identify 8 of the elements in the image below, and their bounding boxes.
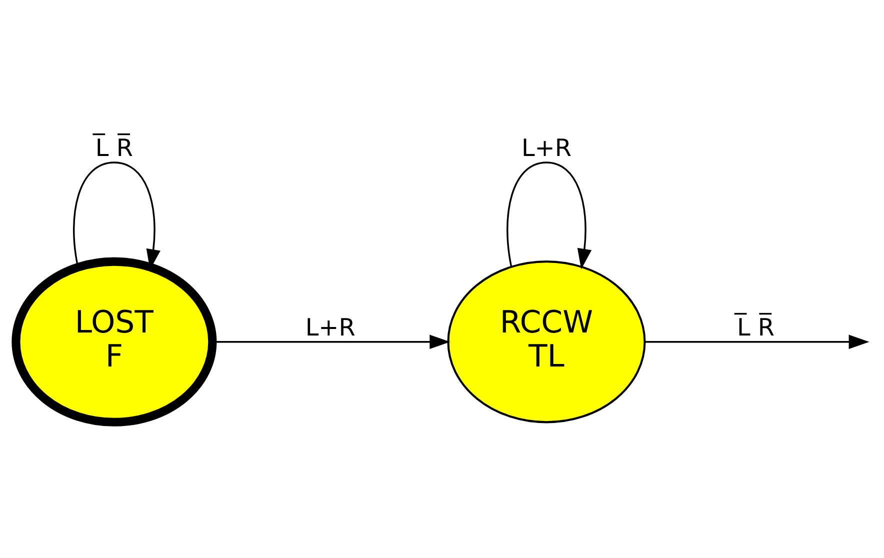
edge-label: L+R [521,133,572,162]
edge-label: L̅ R̅ [95,133,133,162]
edge-label: L̅ R̅ [736,312,775,341]
node-ellipse: RCCW TL [447,260,646,423]
arrow [645,334,870,349]
edge-label: L+R [305,312,356,341]
node-ellipse: LOST F [12,256,217,426]
arrow [506,161,592,269]
